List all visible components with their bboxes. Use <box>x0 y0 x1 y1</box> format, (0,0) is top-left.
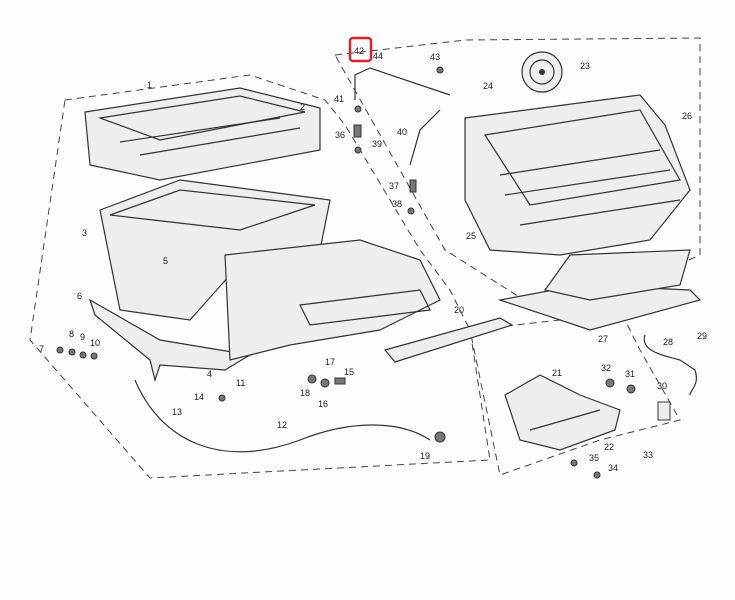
label-part: 18 <box>300 388 310 398</box>
label-part: 11 <box>236 378 245 388</box>
label-part: 44 <box>373 51 383 61</box>
label-part: 30 <box>657 381 667 391</box>
group-outline-main <box>29 74 491 479</box>
label-part: 3 <box>82 228 87 238</box>
part-40-hose <box>409 109 441 166</box>
label-part: 10 <box>90 338 100 348</box>
part-24-26-blower <box>464 94 691 256</box>
label-part: 26 <box>682 111 692 121</box>
label-part: 21 <box>552 368 562 378</box>
part-12-cable <box>134 379 431 453</box>
label-part: 25 <box>466 231 476 241</box>
label-part: 24 <box>483 81 493 91</box>
label-part: 36 <box>335 130 345 140</box>
label-part: 14 <box>194 392 204 402</box>
label-part: 29 <box>697 331 707 341</box>
part-2-tray <box>84 87 321 181</box>
highlight-box <box>348 36 373 63</box>
label-part: 43 <box>430 52 440 62</box>
label-part: 15 <box>344 367 354 377</box>
label-part: 7 <box>39 344 44 354</box>
label-part: 35 <box>589 453 599 463</box>
label-part: 31 <box>625 369 635 379</box>
label-part: 16 <box>318 399 328 409</box>
label-part: 17 <box>325 357 335 367</box>
part-23-fan <box>521 51 563 93</box>
label-part: 33 <box>643 450 653 460</box>
label-part: 9 <box>80 332 85 342</box>
label-part: 34 <box>608 463 618 473</box>
label-part: 2 <box>300 102 305 112</box>
label-part: 6 <box>77 291 82 301</box>
label-part: 27 <box>598 334 608 344</box>
label-part: 23 <box>580 61 590 71</box>
label-part-highlighted: 42 <box>354 46 364 56</box>
fasteners <box>56 66 671 479</box>
part-27-duct <box>497 249 702 331</box>
part-labels: 1 2 3 4 5 6 7 8 9 10 11 12 13 14 15 16 1… <box>39 46 707 473</box>
label-part: 28 <box>663 337 673 347</box>
label-part: 1 <box>147 80 152 90</box>
part-28-cable <box>643 334 697 396</box>
label-part: 20 <box>454 305 464 315</box>
label-part: 39 <box>372 139 382 149</box>
label-part: 19 <box>420 451 430 461</box>
part-42-hose <box>354 67 451 100</box>
part-11-flap-housing <box>224 239 441 361</box>
label-part: 41 <box>334 94 344 104</box>
label-part: 12 <box>277 420 287 430</box>
label-part: 37 <box>389 181 399 191</box>
label-part: 5 <box>163 256 168 266</box>
label-part: 4 <box>207 369 212 379</box>
label-part: 32 <box>601 363 611 373</box>
part-21-control-unit <box>504 374 621 451</box>
part-20-bezel <box>383 317 514 363</box>
label-part: 38 <box>392 199 402 209</box>
part-6-plate <box>88 298 252 383</box>
label-part: 22 <box>604 442 614 452</box>
label-part: 40 <box>397 127 407 137</box>
label-part: 13 <box>172 407 182 417</box>
label-part: 8 <box>69 329 74 339</box>
